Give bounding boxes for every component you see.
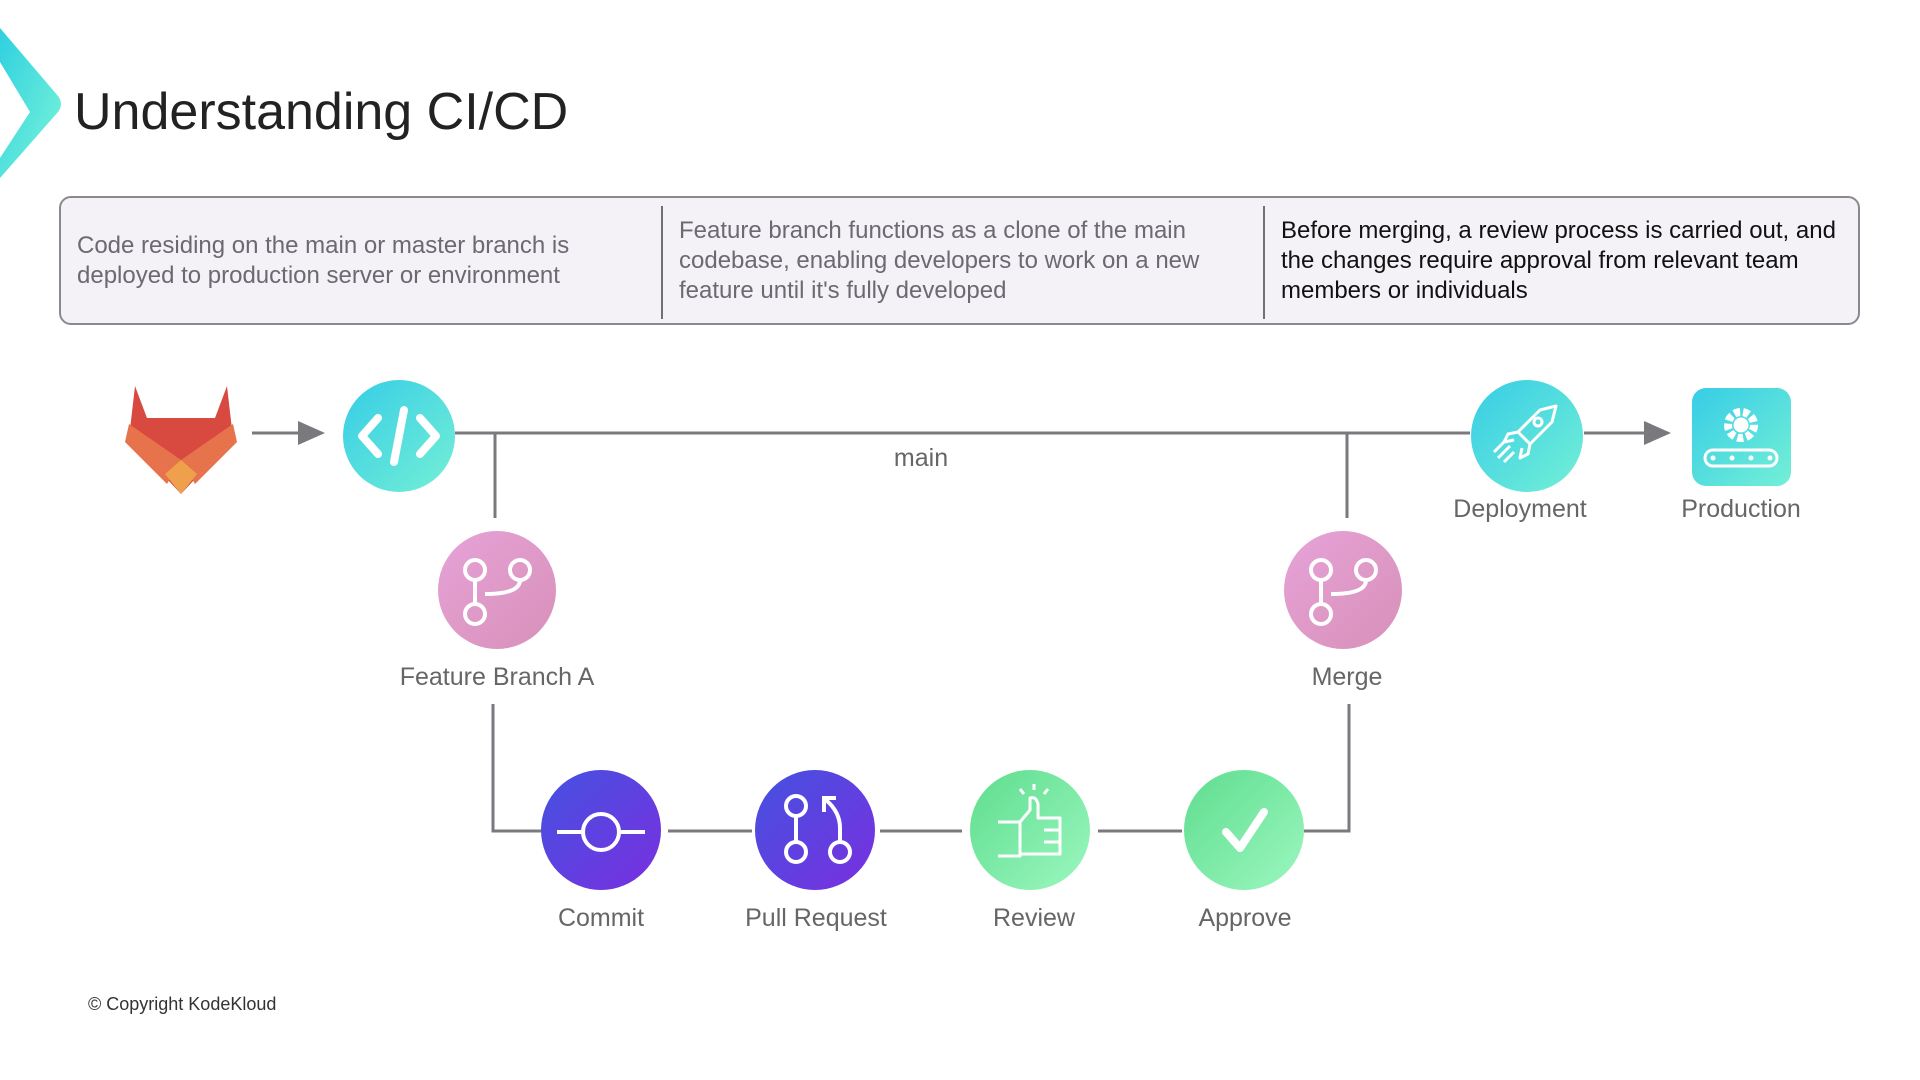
feature-branch-label: Feature Branch A [399, 663, 595, 691]
info-box: Code residing on the main or master bran… [59, 196, 1860, 325]
thumbs-up-icon [970, 770, 1090, 890]
review-label: Review [993, 904, 1075, 932]
copyright-text: © Copyright KodeKloud [88, 994, 277, 1014]
gitlab-logo-icon [125, 386, 237, 494]
code-icon [343, 380, 455, 492]
pull-request-label: Pull Request [745, 904, 887, 932]
info-feature-branch: Feature branch functions as a clone of t… [679, 216, 1200, 304]
approve-to-merge-line [1304, 704, 1351, 833]
page-title: Understanding CI/CD [74, 83, 569, 141]
pull-request-icon [755, 770, 875, 890]
git-commit-icon [541, 770, 661, 890]
production-label: Production [1681, 495, 1801, 523]
gear-conveyor-icon [1692, 388, 1791, 486]
info-review: Before merging, a review process is carr… [1281, 216, 1836, 304]
deployment-label: Deployment [1453, 495, 1587, 523]
connector-lines [252, 421, 1671, 833]
git-branch-icon [438, 531, 556, 649]
checkmark-icon [1184, 770, 1304, 890]
git-merge-icon [1284, 531, 1402, 649]
approve-label: Approve [1198, 904, 1292, 932]
rocket-icon [1471, 380, 1583, 492]
divider [661, 206, 663, 319]
merge-label: Merge [1311, 663, 1383, 691]
info-main-branch: Code residing on the main or master bran… [77, 231, 570, 289]
commit-label: Commit [557, 904, 645, 932]
divider [1263, 206, 1265, 319]
feature-to-commit-line [491, 704, 542, 833]
main-branch-label: main [893, 444, 949, 472]
chevron-logo-icon [0, 28, 61, 178]
